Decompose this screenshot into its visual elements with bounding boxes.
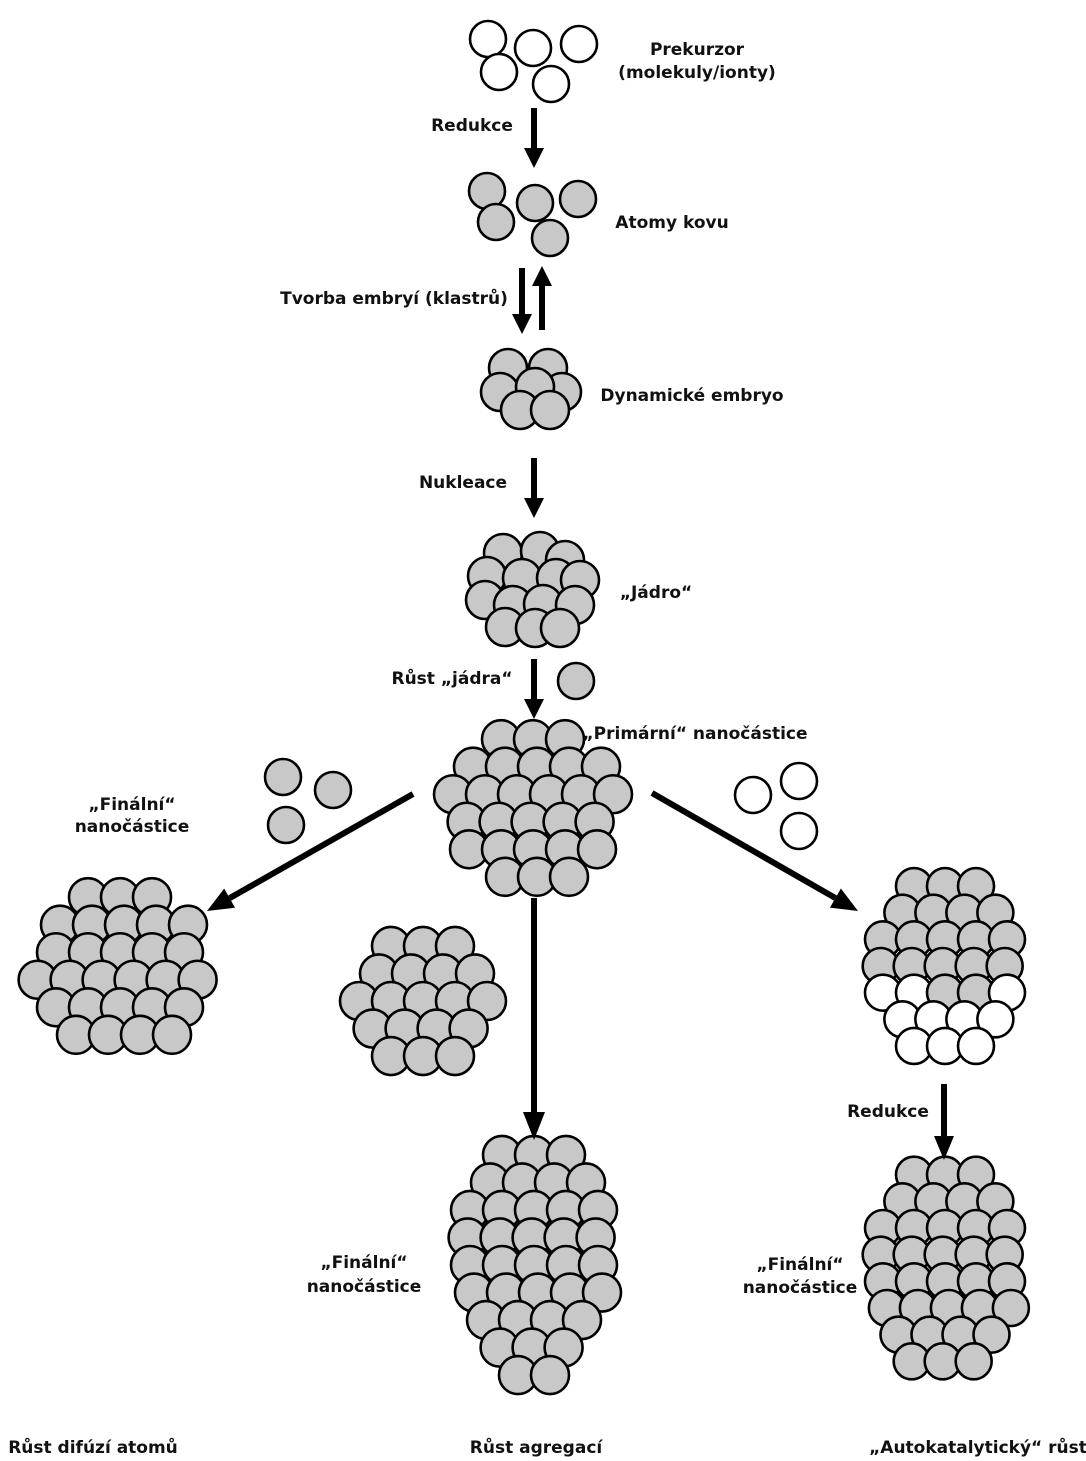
nucleus-growth-label: Růst „jádra“: [391, 667, 512, 689]
arrow-reduction-1-head: [524, 148, 544, 168]
metal-atoms-label: Atomy kovu: [615, 213, 728, 233]
feed-precursor: [781, 763, 817, 799]
arrow-nucleus-growth-head: [524, 699, 544, 719]
nucleation-label: Nukleace: [419, 473, 507, 493]
metal-atom: [560, 181, 596, 217]
arrow-embryo-formation-head: [512, 314, 532, 334]
growth-autocatalytic-caption: „Autokatalytický“ růst: [869, 1436, 1086, 1458]
growth-atom: [558, 663, 594, 699]
particle-layer: [19, 21, 1029, 1394]
dynamic-embryo-label: Dynamické embryo: [600, 386, 783, 406]
final-aggregation-atom: [531, 1356, 569, 1394]
precursor-molecule: [481, 54, 517, 90]
arrow-nucleation-head: [524, 498, 544, 518]
primary-nanoparticle-label: „Primární“ nanočástice: [582, 724, 807, 744]
metal-atom: [517, 185, 553, 221]
arrow-embryo-dissolution-head: [532, 266, 552, 286]
precursor-label-line2: (molekuly/ionty): [618, 63, 776, 83]
reduction-label-2: Redukce: [847, 1102, 929, 1122]
feed-atom: [315, 772, 351, 808]
feed-precursor: [735, 777, 771, 813]
precursor-molecule: [470, 21, 506, 57]
final-right-label-line2: nanočástice: [743, 1278, 858, 1298]
primary-nanoparticle-atom: [578, 830, 616, 868]
aggregate-atom: [436, 1037, 474, 1075]
final-left-label-line2: nanočástice: [75, 817, 190, 837]
final-center-label-line2: nanočástice: [307, 1277, 422, 1297]
precursor-molecule: [515, 30, 551, 66]
metal-atom: [532, 220, 568, 256]
primary-nanoparticle-atom: [550, 858, 588, 896]
final-diffusion-atom: [153, 1016, 191, 1054]
precursor-molecule: [533, 66, 569, 102]
feed-atom: [265, 759, 301, 795]
precursor-label-line1: Prekurzor: [650, 40, 745, 60]
arrow-aggregation-growth-head: [523, 1112, 545, 1140]
reduction-label-1: Redukce: [431, 116, 513, 136]
precursor-molecule: [561, 26, 597, 62]
metal-atom: [478, 204, 514, 240]
growth-aggregation-caption: Růst agregací: [470, 1436, 604, 1458]
growth-diffusion-caption: Růst difúzí atomů: [8, 1436, 178, 1458]
embryo-atom: [531, 391, 569, 429]
nucleus-atom: [541, 609, 579, 647]
covered-particle-atom: [958, 1028, 994, 1064]
final-right-label-line1: „Finální“: [756, 1255, 843, 1275]
final-autocatalytic-atom: [956, 1343, 992, 1379]
final-left-label-line1: „Finální“: [88, 795, 175, 815]
final-center-label-line1: „Finální“: [320, 1253, 407, 1273]
nucleus-label: „Jádro“: [620, 583, 692, 603]
arrow-layer: [207, 108, 954, 1160]
feed-atom: [268, 807, 304, 843]
arrow-diffusion-growth-shaft: [230, 794, 413, 898]
embryo-formation-label: Tvorba embryí (klastrů): [280, 287, 508, 309]
feed-precursor: [781, 813, 817, 849]
